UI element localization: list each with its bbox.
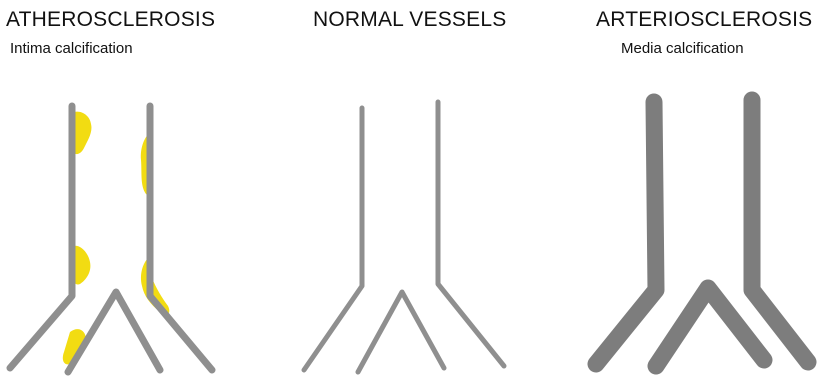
normal-vessel [304,102,504,372]
right-wall [150,106,212,370]
normal-inner-bifurcation-wall [358,292,444,372]
atherosclerosis-vessel [10,106,212,372]
atherosclerosis-walls [10,106,212,372]
thick-right-wall [752,100,808,362]
normal-left-wall [304,108,362,370]
left-wall [10,106,72,368]
thick-inner-bifurcation-wall [656,288,764,366]
arteriosclerosis-vessel [596,100,808,366]
plaque-left-upper [73,112,91,154]
plaque-left-middle [73,246,90,285]
thick-left-wall [596,102,656,364]
normal-right-wall [438,102,504,366]
